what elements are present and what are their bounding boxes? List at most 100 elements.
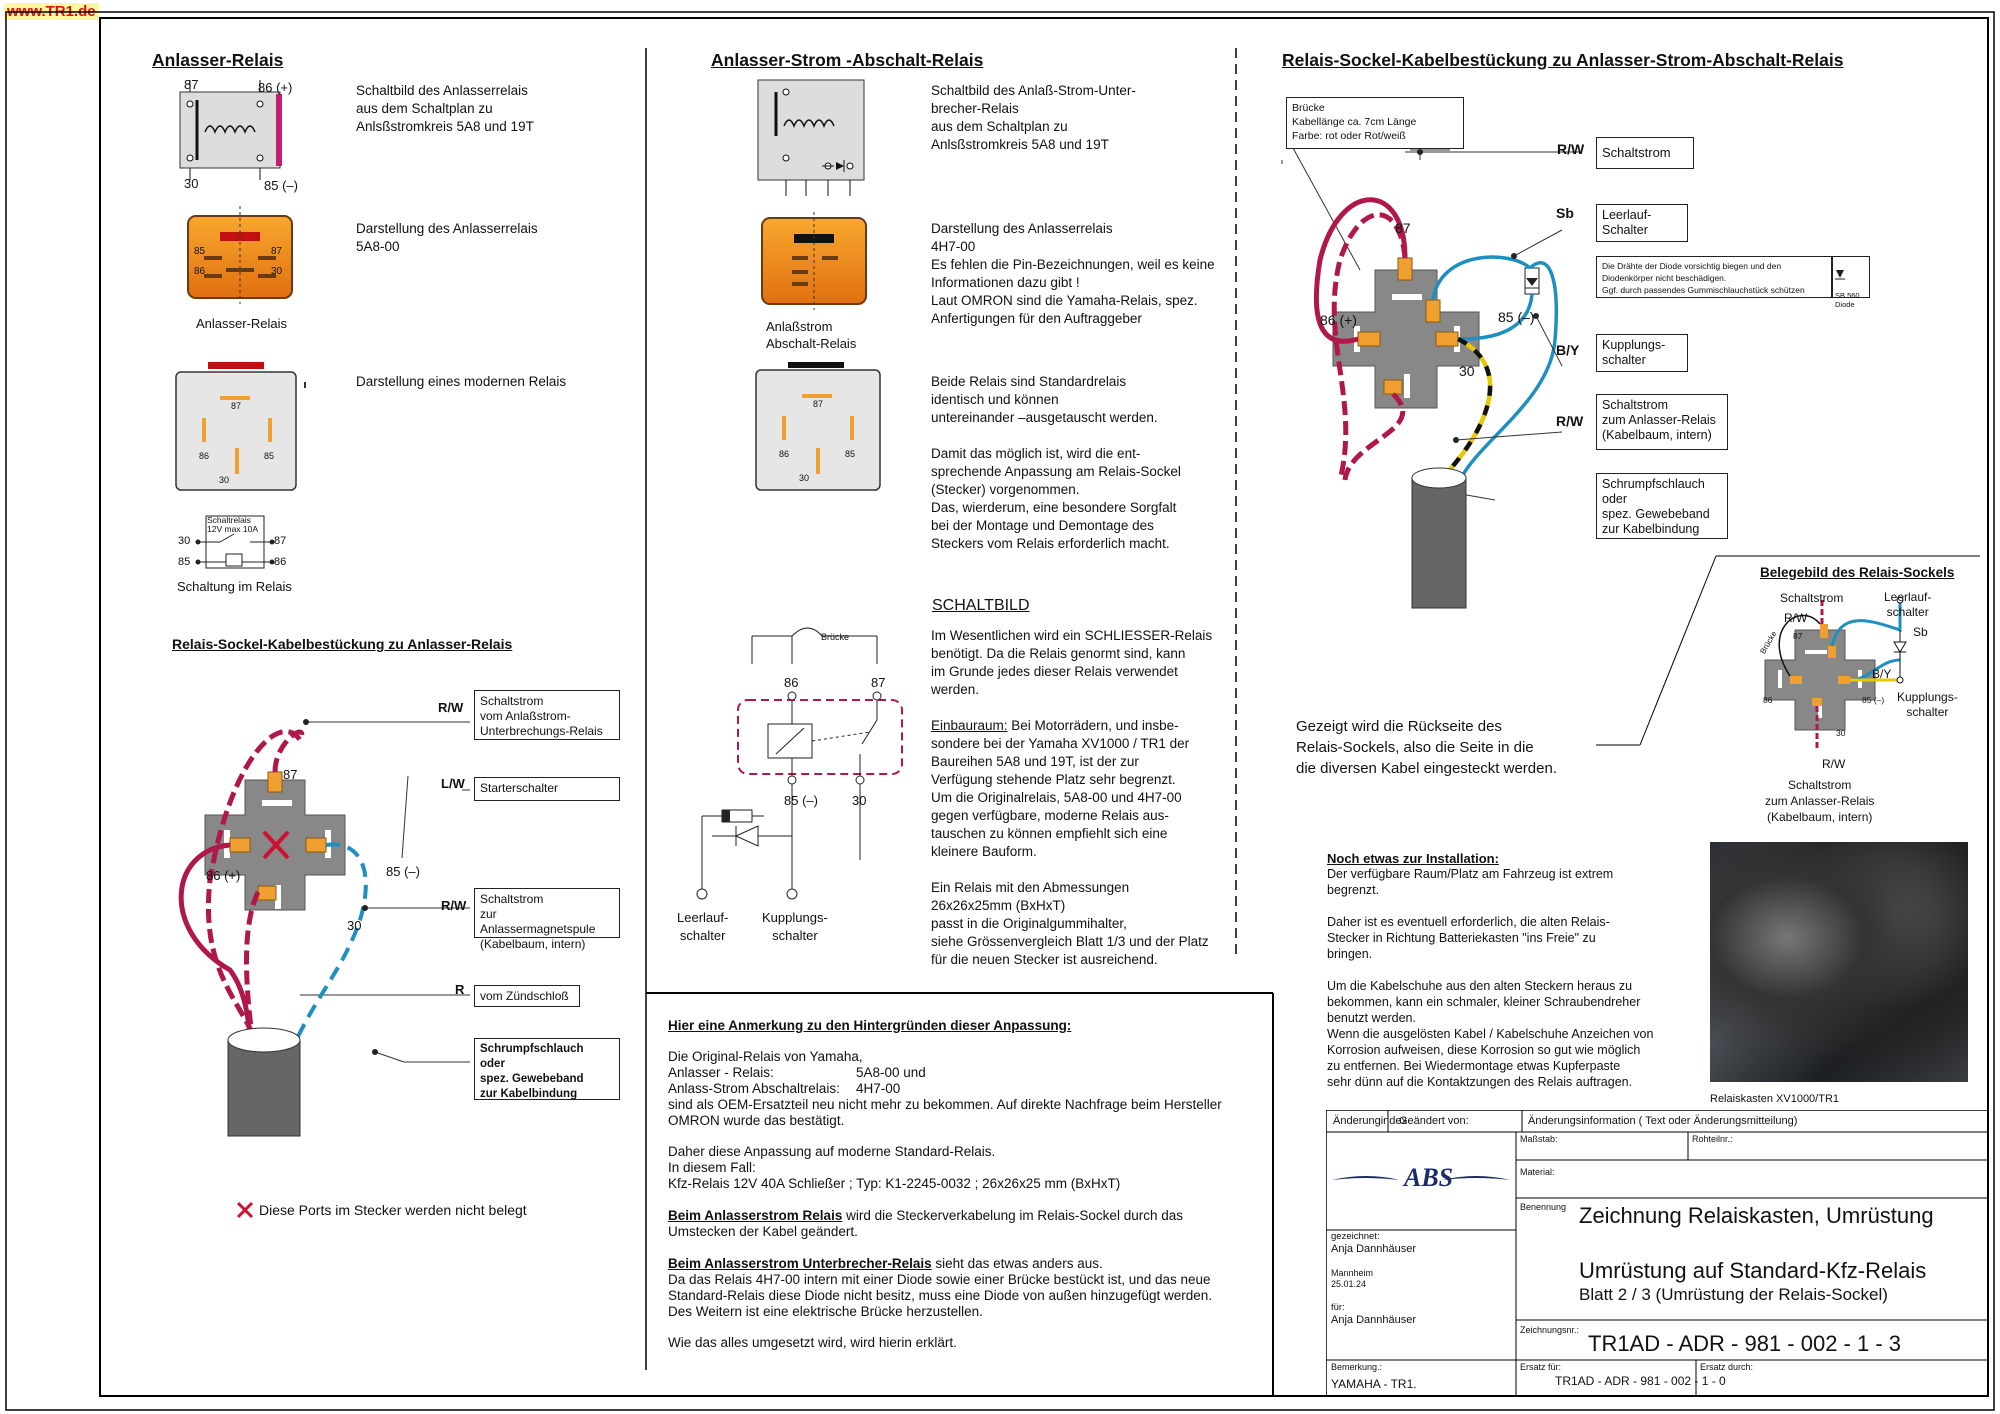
bruecke-info-box: Brücke Kabellänge ca. 7cm Länge Farbe: r… (1286, 97, 1464, 149)
callout-anlassermagnetspule: Schaltstrom zur Anlassermagnetspule (Kab… (474, 888, 620, 951)
tb-bemerkung-label: Bemerkung.: (1331, 1362, 1383, 1372)
schaltbild-heading: SCHALTBILD (932, 597, 1030, 614)
right-wire-rw-2: R/W (1556, 413, 1584, 429)
inside-pin-85: 85 (178, 556, 191, 568)
abs-logo: ABS (1404, 1163, 1454, 1192)
tb-bemerkung: YAMAHA - TR1. (1331, 1377, 1417, 1391)
pin-85-label: 85 (–) (264, 178, 298, 193)
relay-inside-box: Schaltrelais 12V max 10A (207, 515, 259, 534)
pin-86-label: 86 (+) (258, 80, 293, 95)
note-heading: Hier eine Anmerkung zu den Hintergründen… (668, 1018, 1072, 1033)
note-p4-strong: Beim Anlasserstrom Relais (668, 1208, 843, 1223)
modern-pin-85: 85 (264, 451, 275, 461)
tb-ort: Mannheim (1331, 1268, 1374, 1278)
photo-caption: Relaiskasten XV1000/TR1 (1710, 1093, 1840, 1105)
inside-pin-30: 30 (178, 535, 191, 547)
callout-schaltstrom-anlasser: Schaltstrom zum Anlasser-Relais (Kabelba… (1596, 394, 1728, 450)
note-p6: Wie das alles umgesetzt wird, wird hieri… (668, 1335, 957, 1350)
tb-fuer: Anja Dannhäuser (1331, 1314, 1417, 1326)
sb-pin-85: 85 (–) (784, 793, 818, 808)
beleg-85: 85 (–) (1862, 695, 1885, 705)
schaltbild-text: Im Wesentlichen wird ein SCHLIESSER-Rela… (931, 628, 1213, 697)
right-socket-heading: Relais-Sockel-Kabelbestückung zu Anlasse… (1282, 50, 1844, 70)
modern-pin-86: 86 (199, 451, 210, 461)
inside-pin-86: 86 (274, 556, 287, 568)
note-p2: sind als OEM-Ersatzteil neu nicht mehr z… (668, 1097, 1222, 1128)
beleg-rw-top: R/W (1784, 611, 1808, 625)
callout-kupplungs-schalter: Kupplungs- schalter (1596, 334, 1688, 372)
unused-port-legend: Diese Ports im Stecker werden nicht bele… (259, 1202, 527, 1218)
socket-pin-30: 30 (347, 918, 362, 933)
tb-aenderungsindex: Änderungindex (1333, 1115, 1408, 1127)
abschalt-schematic-text: Schaltbild des Anlaß-Strom-Unter- breche… (931, 83, 1136, 152)
abschalt-relay-orange (761, 212, 867, 310)
relay-inside-caption: Schaltung im Relais (177, 579, 292, 594)
abschalt-relais-heading: Anlasser-Strom -Abschalt-Relais (711, 50, 984, 70)
einbauraum-text: Einbauraum: Bei Motorrädern, und insbe- … (931, 717, 1209, 969)
note-p5: Beim Anlasserstrom Unterbrecher-Relais s… (668, 1256, 1212, 1320)
relaiskasten-photo (1710, 842, 1968, 1082)
right-wire-by: B/Y (1556, 342, 1580, 358)
note-row2-label: Anlass-Strom Abschaltrelais: (668, 1081, 840, 1096)
tb-zeichnungsnr: TR1AD - ADR - 981 - 002 - 1 - 3 (1588, 1331, 1901, 1356)
sb-pin-30: 30 (852, 793, 867, 808)
belegbild-diagram (1764, 596, 1907, 750)
right-wire-rw-1: R/W (1557, 141, 1585, 157)
mid-modern-pin-85: 85 (845, 449, 856, 459)
right-pin-87: 87 (1395, 220, 1411, 236)
callout-starterschalter: Starterschalter (474, 777, 620, 801)
relay-pin-30: 30 (271, 266, 283, 277)
tb-info: Änderungsinformation ( Text oder Änderun… (1528, 1115, 1798, 1127)
note-p4: Beim Anlasserstrom Relais wird die Steck… (668, 1208, 1183, 1240)
callout-schrumpfschlauch-right: Schrumpfschlauch oder spez. Gewebeband z… (1596, 473, 1728, 539)
callout-diode-hinweis: Die Drähte der Diode vorsichtig biegen u… (1596, 256, 1832, 298)
tb-gezeichnet-label: gezeichnet: (1331, 1231, 1380, 1242)
abschalt-relay-text: Darstellung des Anlasserrelais 4H7-00 Es… (931, 221, 1215, 326)
mid-modern-pin-87: 87 (813, 399, 824, 409)
anlasser-relais-heading: Anlasser-Relais (152, 50, 284, 70)
note-p4-body: wird die Steckerverkabelung im Relais-So… (668, 1208, 1183, 1239)
abschalt-relay-caption: Anlaßstrom Abschalt-Relais (766, 319, 857, 351)
socket-pin-86: 86 (+) (206, 868, 241, 883)
tb-title-1: Zeichnung Relaiskasten, Umrüstung (1579, 1203, 1934, 1228)
right-pin-30: 30 (1459, 363, 1475, 379)
diode-spec-box: SB 560 Diode (1832, 256, 1870, 309)
sb-kupplung-label: Kupplungs- schalter (762, 910, 828, 943)
unused-port-x-icon (236, 1201, 254, 1219)
tb-rohteil: Rohteilnr.: (1692, 1134, 1733, 1144)
inside-pin-87: 87 (274, 535, 287, 547)
tb-ersatz-label: Ersatz für: (1520, 1362, 1562, 1372)
tb-material: Material: (1520, 1167, 1555, 1177)
note-p5-body: sieht das etwas anders aus. Da das Relai… (668, 1256, 1213, 1319)
standard-relais-text: Beide Relais sind Standardrelais identis… (931, 374, 1181, 551)
wire-rw-2: R/W (441, 898, 467, 913)
pin-30-label: 30 (184, 176, 199, 191)
left-socket-wiring (178, 719, 470, 1137)
socket-pin-87: 87 (283, 767, 298, 782)
beleg-87: 87 (1793, 631, 1803, 641)
modern-relay-text: Darstellung eines modernen Relais (356, 374, 567, 389)
anlasser-relay-orange (187, 206, 293, 304)
installation-text: Der verfügbare Raum/Platz am Fahrzeug is… (1327, 867, 1654, 1089)
tb-ersatz: TR1AD - ADR - 981 - 002 - 1 - 0 (1555, 1374, 1726, 1388)
rueckseite-text: Gezeigt wird die Rückseite des Relais-So… (1296, 718, 1557, 777)
beleg-30: 30 (1836, 728, 1846, 738)
beleg-bottom-label: Schaltstrom zum Anlasser-Relais (Kabelba… (1765, 778, 1875, 824)
belegbild-heading: Belegebild des Relais-Sockels (1760, 565, 1955, 580)
abschalt-relais-schematic (757, 79, 865, 196)
right-wire-sb: Sb (1556, 205, 1574, 221)
einbauraum-body: Bei Motorrädern, und insbe- sondere bei … (931, 718, 1209, 967)
title-block-frame (1326, 1110, 1988, 1396)
right-pin-85: 85 (–) (1498, 309, 1535, 325)
callout-schrumpfschlauch-left: Schrumpfschlauch oder spez. Gewebeband z… (474, 1038, 620, 1100)
tb-title-3: Blatt 2 / 3 (Umrüstung der Relais-Sockel… (1579, 1285, 1888, 1304)
beleg-86: 86 (1763, 695, 1773, 705)
tb-geaendert: Geändert von: (1399, 1115, 1469, 1127)
relay-pin-85: 85 (194, 246, 206, 257)
relay-inside-schematic (195, 515, 275, 569)
relay-pin-86: 86 (194, 266, 206, 277)
callout-schaltstrom-unterbrechung: Schaltstrom vom Anlaßstrom- Unterbrechun… (474, 690, 620, 740)
anlasser-relay-caption: Anlasser-Relais (196, 316, 288, 331)
tb-massstab: Maßstab: (1520, 1134, 1558, 1144)
